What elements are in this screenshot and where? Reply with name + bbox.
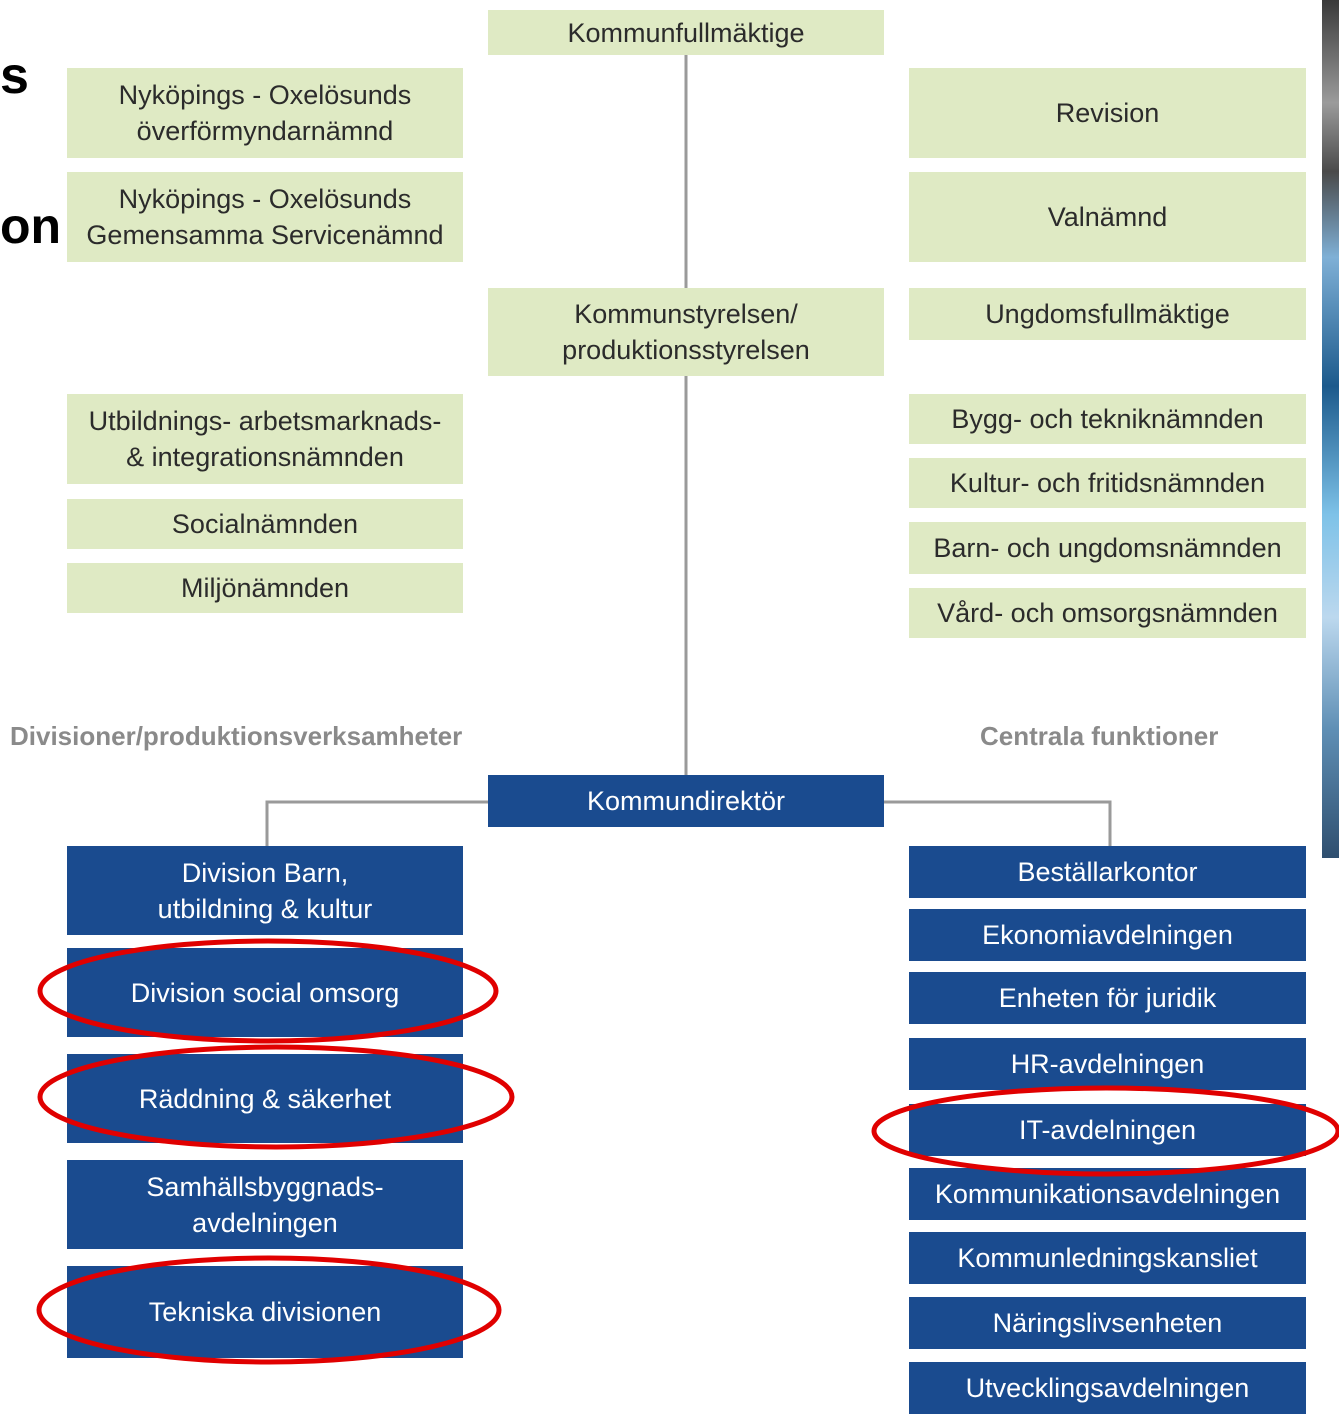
committee-revision: Revision	[909, 68, 1306, 158]
committee-social: Socialnämnden	[67, 499, 463, 549]
division-raddning-sakerhet: Räddning & säkerhet	[67, 1054, 463, 1143]
central-ekonomiavdelningen: Ekonomiavdelningen	[909, 909, 1306, 961]
division-tekniska: Tekniska divisionen	[67, 1266, 463, 1358]
title-fragment-top: s	[0, 47, 29, 105]
highlight-ring-it	[871, 1085, 1339, 1177]
central-it-avdelningen: IT-avdelningen	[909, 1104, 1306, 1156]
central-kommunikationsavdelningen: Kommunikationsavdelningen	[909, 1168, 1306, 1220]
highlight-ring-tekniska	[36, 1255, 502, 1365]
committee-kultur-fritid: Kultur- och fritidsnämnden	[909, 458, 1306, 508]
committee-bygg-teknik: Bygg- och tekniknämnden	[909, 394, 1306, 444]
divisions-label: Divisioner/produktionsverksamheter	[10, 721, 463, 751]
committee-utbildning: Utbildnings- arbetsmarknads- & integrati…	[67, 394, 463, 484]
committee-barn-ungdom: Barn- och ungdomsnämnden	[909, 522, 1306, 574]
central-functions-label: Centrala funktioner	[980, 721, 1219, 751]
council-box: Kommunfullmäktige	[488, 10, 884, 55]
central-juridik: Enheten för juridik	[909, 972, 1306, 1024]
division-samhallsbyggnad: Samhällsbyggnads- avdelningen	[67, 1160, 463, 1249]
division-barn-utbildning-kultur: Division Barn, utbildning & kultur	[67, 846, 463, 935]
central-kommunledningskansliet: Kommunledningskansliet	[909, 1232, 1306, 1284]
central-naringslivsenheten: Näringslivsenheten	[909, 1297, 1306, 1349]
highlight-ring-social-omsorg	[37, 938, 499, 1044]
committee-miljo: Miljönämnden	[67, 563, 463, 613]
central-hr-avdelningen: HR-avdelningen	[909, 1038, 1306, 1090]
committee-vard-omsorg: Vård- och omsorgsnämnden	[909, 588, 1306, 638]
central-utvecklingsavdelningen: Utvecklingsavdelningen	[909, 1362, 1306, 1414]
line-director-central	[884, 800, 1112, 846]
committee-ungdomsfullmaktige: Ungdomsfullmäktige	[909, 288, 1306, 340]
photo-strip	[1322, 0, 1339, 858]
director-box: Kommundirektör	[488, 775, 884, 827]
highlight-ring-raddning	[37, 1044, 515, 1150]
board-box: Kommunstyrelsen/ produktionsstyrelsen	[488, 288, 884, 376]
committee-overformyndar: Nyköpings - Oxelösunds överförmyndarnämn…	[67, 68, 463, 158]
central-bestallarkontor: Beställarkontor	[909, 846, 1306, 898]
title-fragment-middle: on	[0, 198, 62, 254]
committee-servicenamnd: Nyköpings - Oxelösunds Gemensamma Servic…	[67, 172, 463, 262]
committee-valnamnd: Valnämnd	[909, 172, 1306, 262]
line-director-divisions	[265, 800, 488, 846]
division-social-omsorg: Division social omsorg	[67, 948, 463, 1037]
